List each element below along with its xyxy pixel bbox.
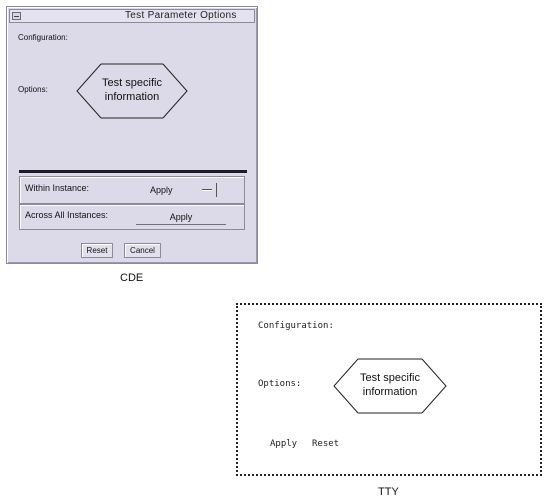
tty-caption: TTY bbox=[378, 486, 399, 498]
option-menu-indicator-icon bbox=[202, 189, 212, 191]
across-instances-group: Across All Instances: Apply bbox=[19, 204, 245, 230]
window-titlebar[interactable]: Test Parameter Options bbox=[9, 9, 255, 23]
within-instance-group: Within Instance: Apply bbox=[19, 176, 245, 204]
section-separator bbox=[19, 170, 247, 173]
options-label: Options: bbox=[18, 85, 48, 94]
tty-configuration-label: Configuration: bbox=[258, 321, 334, 331]
diamond-text-line1: Test specific bbox=[102, 77, 162, 89]
reset-button[interactable]: Reset bbox=[81, 243, 113, 258]
window-title: Test Parameter Options bbox=[125, 10, 237, 21]
within-instance-value: Apply bbox=[150, 185, 173, 195]
across-instances-label: Across All Instances: bbox=[25, 210, 109, 220]
configuration-label: Configuration: bbox=[18, 33, 68, 42]
tty-options-label: Options: bbox=[258, 379, 302, 389]
within-instance-option-menu[interactable]: Apply bbox=[148, 183, 218, 198]
tty-test-specific-info-diamond bbox=[333, 358, 447, 414]
diamond-text: Test specific information bbox=[87, 76, 177, 104]
cde-caption: CDE bbox=[120, 272, 144, 284]
tty-reset-command[interactable]: Reset bbox=[312, 439, 340, 449]
cde-dialog-window: Test Parameter Options Configuration: Op… bbox=[6, 6, 258, 264]
tty-diamond-text-line1: Test specific bbox=[360, 372, 420, 384]
cancel-button[interactable]: Cancel bbox=[124, 243, 161, 258]
option-menu-bar bbox=[216, 183, 217, 197]
tty-diamond-text-line2: information bbox=[362, 386, 418, 398]
tty-screen: Configuration: Options: Test specific in… bbox=[236, 303, 542, 476]
tty-apply-command[interactable]: Apply bbox=[270, 439, 298, 449]
tty-diamond-text: Test specific information bbox=[344, 371, 436, 399]
window-menu-icon[interactable] bbox=[12, 12, 21, 20]
across-instances-apply-button[interactable]: Apply bbox=[136, 211, 226, 225]
within-instance-label: Within Instance: bbox=[25, 183, 90, 193]
test-specific-info-diamond bbox=[76, 63, 188, 119]
diamond-text-line2: information bbox=[104, 91, 160, 103]
